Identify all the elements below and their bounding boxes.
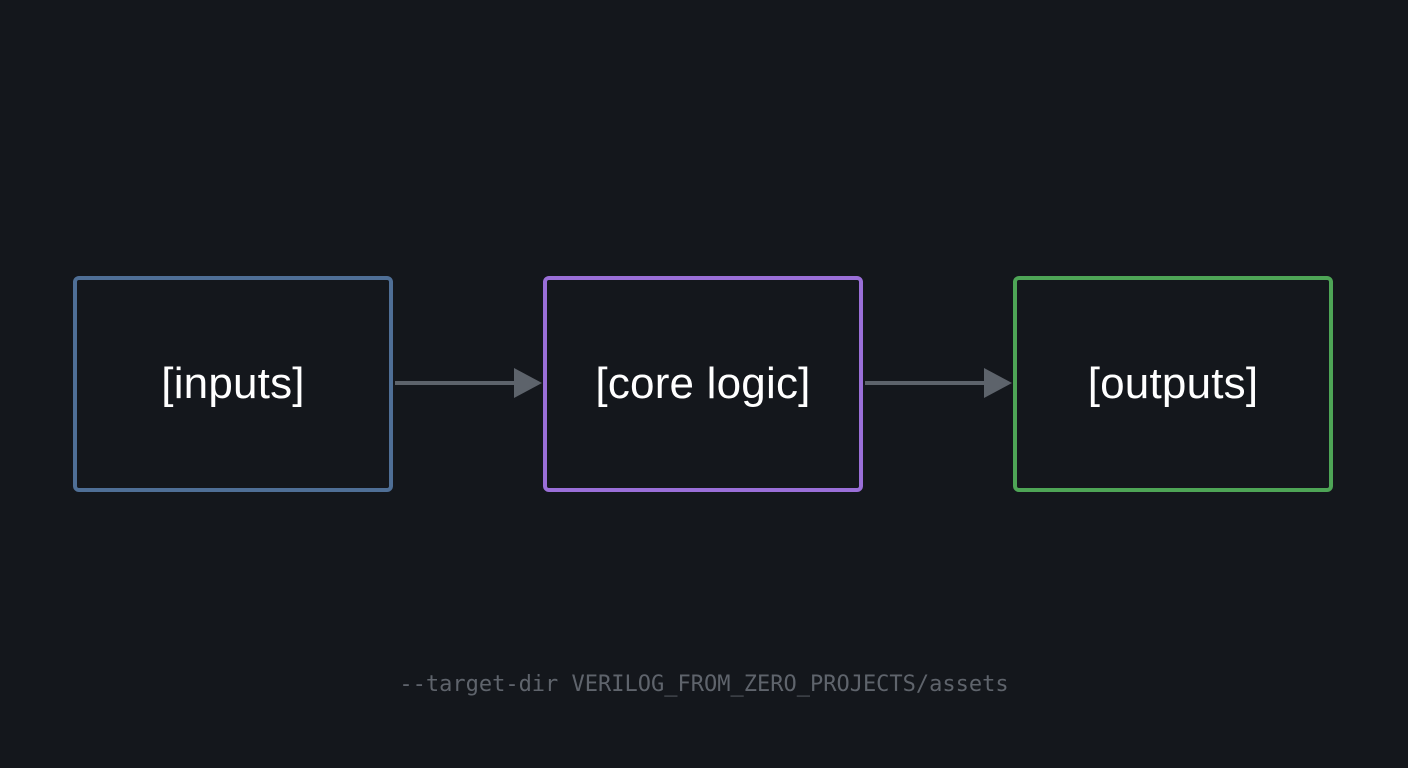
target-dir-caption: --target-dir VERILOG_FROM_ZERO_PROJECTS/… <box>399 672 1009 697</box>
node-inputs: [inputs] <box>73 276 393 492</box>
node-label-core-logic: [core logic] <box>595 359 811 408</box>
edge-core-to-outputs <box>865 368 1012 398</box>
node-label-inputs: [inputs] <box>161 359 305 408</box>
edge-inputs-to-core <box>395 368 542 398</box>
node-core-logic: [core logic] <box>543 276 863 492</box>
node-outputs: [outputs] <box>1013 276 1333 492</box>
node-label-outputs: [outputs] <box>1087 359 1259 408</box>
